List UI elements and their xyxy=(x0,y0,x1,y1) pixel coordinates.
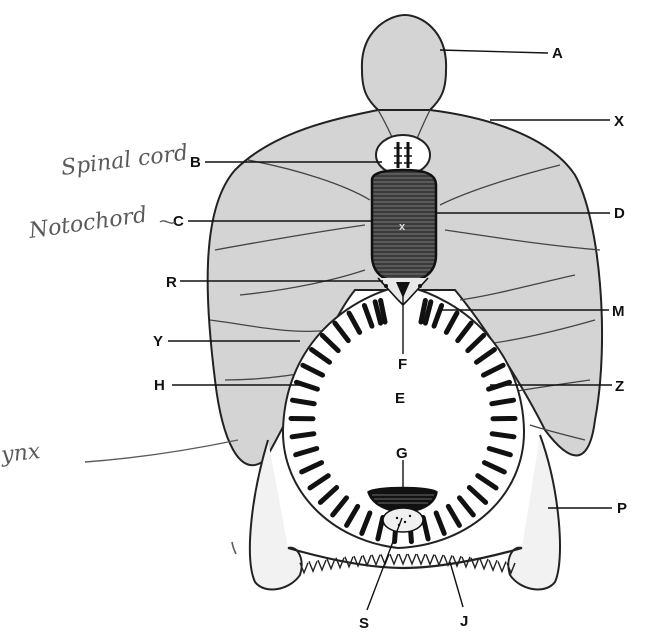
gill-bar xyxy=(292,400,314,404)
label-r: R xyxy=(166,274,177,291)
label-e: E xyxy=(395,390,405,407)
ventral-wall xyxy=(288,548,522,573)
handwritten-annotations: Spinal cord Notochord ynx xyxy=(0,141,238,554)
handwritten-spinal-cord: Spinal cord xyxy=(60,141,190,181)
dorsal-fin xyxy=(362,15,446,110)
label-a: A xyxy=(552,45,563,62)
label-c: C xyxy=(173,213,184,230)
gill-bar xyxy=(292,434,314,437)
notochord: x xyxy=(372,170,436,282)
label-p: P xyxy=(617,500,627,517)
handwritten-pharynx: ynx xyxy=(0,439,42,468)
label-x: X xyxy=(614,113,624,130)
handwritten-notochord: Notochord xyxy=(26,203,148,244)
label-f: F xyxy=(398,356,407,373)
svg-text:x: x xyxy=(399,221,406,233)
label-h: H xyxy=(154,377,165,394)
label-d: D xyxy=(614,205,625,222)
label-m: M xyxy=(612,303,625,320)
label-j: J xyxy=(460,613,468,630)
gill-bar xyxy=(492,434,514,437)
label-b: B xyxy=(190,154,201,171)
label-s: S xyxy=(359,615,369,632)
label-g: G xyxy=(396,445,408,462)
label-y: Y xyxy=(153,333,163,350)
gill-bar xyxy=(492,400,514,404)
label-z: Z xyxy=(615,378,624,395)
